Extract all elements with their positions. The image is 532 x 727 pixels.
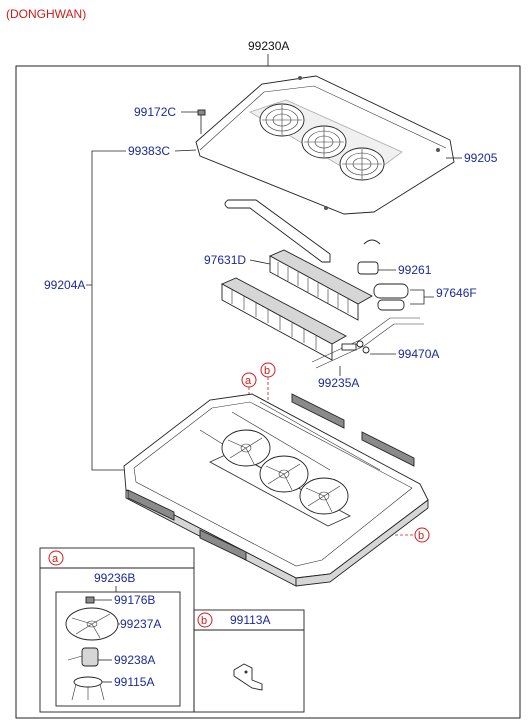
- frame-leader: [86, 150, 126, 471]
- receiver-drier-part: [373, 283, 409, 311]
- evaporator-coil-lower: [220, 277, 347, 361]
- svg-text:b: b: [264, 365, 270, 377]
- cover-fan-grill-3: [339, 147, 385, 181]
- label-evaporator: 97631D: [204, 253, 246, 267]
- detail-b-box: b 99113A: [193, 609, 305, 713]
- detail-a-part-4: 99115A: [114, 675, 154, 689]
- label-cover: 99205: [464, 151, 498, 165]
- svg-text:b: b: [418, 530, 424, 542]
- detail-b-marker: b: [201, 615, 207, 627]
- label-cover-seal: 99383C: [128, 144, 170, 158]
- label-bolt: 99172C: [134, 105, 176, 119]
- base-fan-1: [221, 429, 271, 467]
- vent-grille-4: [199, 529, 247, 561]
- vent-grille-2: [361, 431, 415, 467]
- hose-loop: [224, 199, 331, 263]
- main-assembly-label: 99230A: [248, 39, 289, 53]
- base-fan-3: [299, 477, 349, 515]
- detail-a-marker: a: [52, 553, 59, 565]
- label-pipe: 99235A: [318, 376, 359, 390]
- label-valve: 99261: [398, 263, 432, 277]
- callout-b-marker-top: b: [260, 362, 276, 412]
- detail-a-part-1: 99176B: [114, 593, 155, 607]
- evaporator-coil-upper: [268, 249, 373, 321]
- base-fan-2: [259, 455, 309, 493]
- vent-grille-3: [127, 489, 175, 521]
- top-cover: [195, 75, 455, 215]
- refrigerant-pipe: [311, 317, 424, 369]
- detail-a-box: a 99236B 99176B 99237A 99238A 99115A: [39, 547, 195, 713]
- label-frame: 99204A: [44, 278, 85, 292]
- outer-frame: [15, 65, 521, 719]
- detail-a-part-3: 99238A: [114, 653, 155, 667]
- label-receiver: 97646F: [436, 286, 477, 300]
- vent-grille-1: [291, 393, 345, 429]
- detail-a-title: 99236B: [94, 571, 135, 585]
- label-hose-clamp: 99470A: [398, 347, 439, 361]
- svg-text:a: a: [245, 375, 252, 387]
- detail-b-title: 99113A: [230, 613, 270, 627]
- cover-fan-grill-1: [259, 103, 305, 137]
- expansion-valve-part: [357, 239, 381, 275]
- cover-fan-grill-2: [301, 125, 347, 159]
- variant-label: (DONGHWAN): [6, 7, 86, 21]
- bolt-part: [197, 109, 206, 134]
- detail-a-part-2: 99237A: [120, 617, 161, 631]
